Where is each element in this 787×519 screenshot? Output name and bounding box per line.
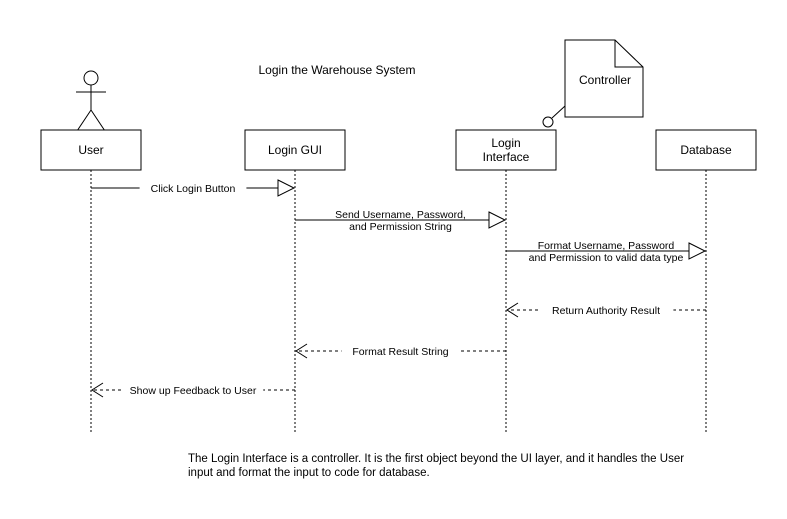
lifeline-gui-box <box>244 129 346 171</box>
controller-note-label: Controller <box>579 73 631 87</box>
message-3-arrowhead <box>688 242 707 260</box>
message-6-label: Show up Feedback to User <box>130 385 257 397</box>
message-1-label: Click Login Button <box>151 183 236 195</box>
controller-note: Controller <box>542 39 644 128</box>
lifeline-iface-label: Interface <box>483 150 530 164</box>
message-2-arrowhead <box>488 211 507 229</box>
actor-user-figure <box>76 70 106 132</box>
footnote-line-2: input and format the input to code for d… <box>188 467 430 479</box>
message-3-label: and Permission to valid data type <box>529 252 684 264</box>
lifeline-db-box <box>655 129 757 171</box>
message-6-arrowhead <box>91 382 104 398</box>
message-1: Click Login Button <box>91 179 296 197</box>
lifeline-db: Database <box>655 129 757 432</box>
lifeline-iface-label: Login <box>491 136 520 150</box>
diagram-title: Login the Warehouse System <box>259 63 416 77</box>
message-6-label-bg <box>122 383 264 396</box>
footnote-line-1: The Login Interface is a controller. It … <box>188 453 685 465</box>
message-2-label: and Permission String <box>349 221 452 233</box>
message-2: Send Username, Password,and Permission S… <box>295 209 507 233</box>
message-5-arrowhead <box>295 343 308 359</box>
lifeline-user-box <box>40 129 142 171</box>
message-4-arrowhead <box>506 302 519 318</box>
lifeline-user: User <box>40 129 142 432</box>
message-1-label-bg <box>139 181 247 194</box>
message-2-label: Send Username, Password, <box>335 209 466 221</box>
message-3-label: Format Username, Password <box>538 240 675 252</box>
lifeline-user-label: User <box>78 143 103 157</box>
message-1-arrowhead <box>277 179 296 197</box>
note-anchor-circle <box>542 116 554 128</box>
message-4-label-bg <box>538 303 674 316</box>
lifeline-gui-label: Login GUI <box>268 143 322 157</box>
footnote: The Login Interface is a controller. It … <box>188 452 748 480</box>
message-4-label: Return Authority Result <box>552 305 660 317</box>
message-5: Format Result String <box>295 343 506 359</box>
message-5-label: Format Result String <box>352 346 448 358</box>
lifeline-gui: Login GUI <box>244 129 346 432</box>
lifeline-iface-box <box>455 129 557 171</box>
message-5-label-bg <box>341 344 460 357</box>
message-6: Show up Feedback to User <box>91 382 295 398</box>
lifeline-db-label: Database <box>680 143 732 157</box>
message-4: Return Authority Result <box>506 302 706 318</box>
